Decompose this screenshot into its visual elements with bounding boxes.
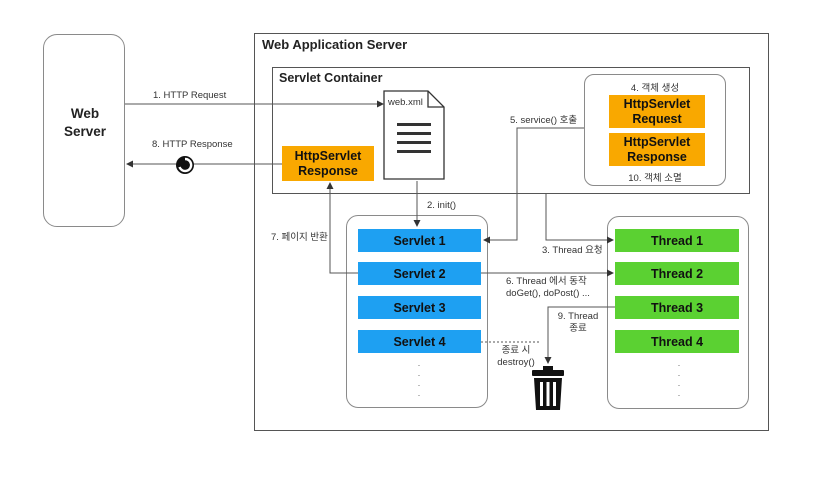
thread-3: Thread 3 bbox=[615, 296, 739, 319]
step-2-label: 2. init() bbox=[427, 200, 457, 211]
file-name: web.xml bbox=[388, 97, 423, 108]
step-9-label: 9. Thread 종료 bbox=[557, 311, 599, 334]
servlet-4: Servlet 4 bbox=[358, 330, 481, 353]
object-box bbox=[584, 74, 726, 186]
servlet-2: Servlet 2 bbox=[358, 262, 481, 285]
web-server-label: Web Server bbox=[63, 106, 107, 139]
thread-2: Thread 2 bbox=[615, 262, 739, 285]
document-icon bbox=[383, 90, 445, 180]
web-server-box: Web Server bbox=[43, 34, 125, 227]
was-box bbox=[254, 33, 769, 431]
thread-4: Thread 4 bbox=[615, 330, 739, 353]
servlet-3: Servlet 3 bbox=[358, 296, 481, 319]
refresh-icon bbox=[176, 156, 194, 174]
object-create-label: 4. 객체 생성 bbox=[630, 83, 680, 94]
servlet-container-title: Servlet Container bbox=[279, 71, 383, 85]
step-7-label: 7. 페이지 반환 bbox=[271, 232, 328, 243]
thread-ellipsis: ···· bbox=[677, 360, 681, 400]
servlet-ellipsis: ···· bbox=[417, 360, 421, 400]
step-5-label: 5. service() 호출 bbox=[510, 115, 578, 126]
trash-icon bbox=[532, 366, 564, 410]
step-8-label: 8. HTTP Response bbox=[152, 139, 233, 150]
servlet-1: Servlet 1 bbox=[358, 229, 481, 252]
was-title: Web Application Server bbox=[262, 37, 408, 52]
destroy-label: 종료 시 destroy() bbox=[497, 345, 535, 368]
step-3-label: 3. Thread 요청 bbox=[542, 245, 603, 256]
step-6-label: 6. Thread 에서 동작 doGet(), doPost() ... bbox=[506, 276, 590, 299]
object-destroy-label: 10. 객체 소멸 bbox=[628, 173, 682, 184]
step-1-label: 1. HTTP Request bbox=[153, 90, 227, 101]
thread-1: Thread 1 bbox=[615, 229, 739, 252]
